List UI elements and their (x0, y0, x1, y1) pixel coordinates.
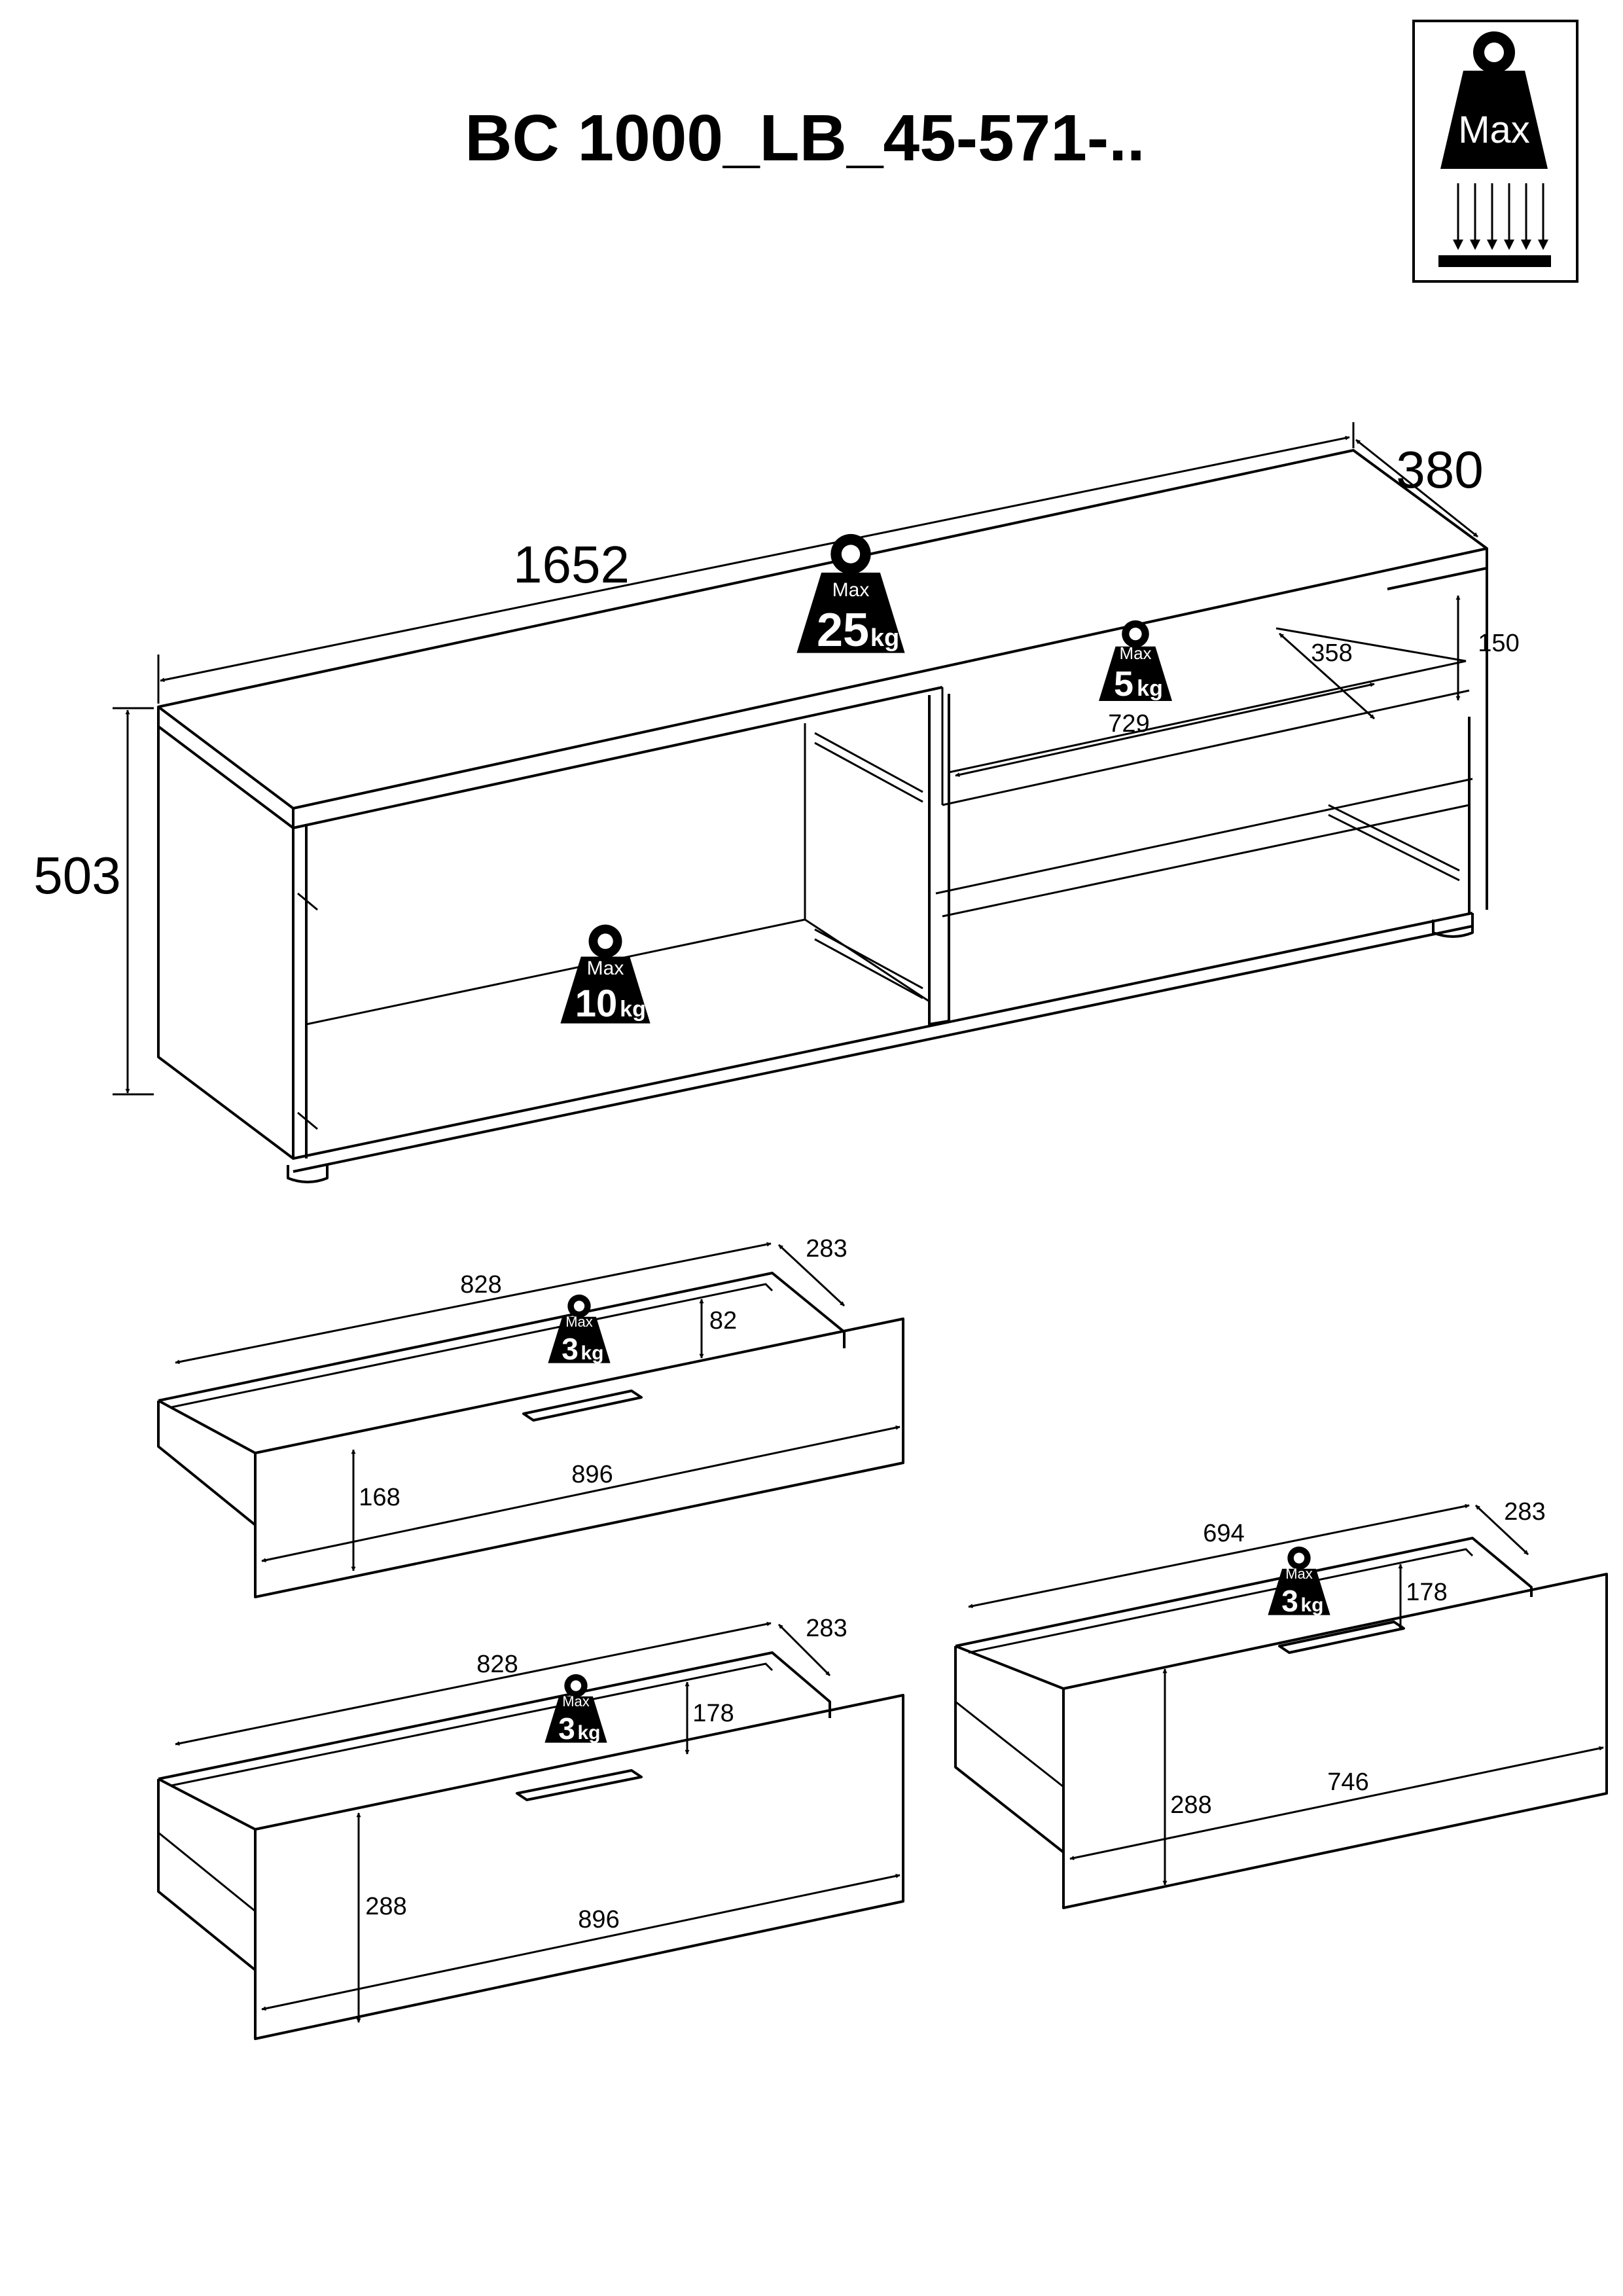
height-label: 503 (33, 846, 120, 905)
svg-text:Max: Max (562, 1693, 590, 1710)
svg-text:3: 3 (558, 1712, 575, 1746)
max-load-icon: Max (1412, 20, 1578, 283)
drawer-c-inner-height-label: 178 (1406, 1579, 1447, 1606)
svg-text:Max: Max (1119, 643, 1151, 663)
svg-text:3: 3 (562, 1332, 579, 1366)
drawer-a: 828 283 82 168 896 Max 3 kg (157, 1235, 904, 1598)
drawer-b-front-width-line (261, 1873, 901, 2011)
svg-text:25: 25 (817, 604, 869, 656)
drawer-a-inner-height-label: 82 (709, 1307, 737, 1335)
drawer-c-depth-line (1474, 1504, 1529, 1556)
drawer-c-front-width-label: 746 (1327, 1768, 1368, 1796)
drawer-c-width-line (968, 1503, 1470, 1609)
width-dimension-line (160, 435, 1350, 683)
svg-text:3: 3 (1281, 1584, 1298, 1618)
drawer-a-front-width-label: 896 (571, 1461, 613, 1488)
drawer-b-front-width-label: 896 (578, 1906, 619, 1933)
drawer-a-weight-icon: Max 3 kg (548, 1294, 611, 1366)
drawer-c: 694 283 178 288 746 Max 3 kg (954, 1498, 1608, 1909)
svg-text:Max: Max (587, 958, 624, 979)
svg-text:kg: kg (870, 624, 899, 652)
max-icon-label: Max (1458, 109, 1530, 151)
svg-text:kg: kg (580, 1342, 603, 1364)
drawer-c-depth-label: 283 (1504, 1498, 1545, 1526)
drawer-b-depth-line (777, 1623, 831, 1677)
svg-text:kg: kg (620, 997, 646, 1022)
drawer-c-front-height-label: 288 (1170, 1791, 1211, 1819)
drawer-a-front-height-label: 168 (359, 1484, 400, 1511)
svg-text:kg: kg (577, 1722, 600, 1744)
svg-text:10: 10 (575, 982, 618, 1025)
svg-text:Max: Max (1285, 1566, 1313, 1582)
drawer-a-width-line (175, 1242, 772, 1365)
drawer-b-depth-label: 283 (806, 1615, 847, 1642)
drawer-a-depth-line (777, 1244, 846, 1307)
drawer-c-width-label: 694 (1203, 1520, 1244, 1547)
depth-dimension-line (1355, 439, 1478, 538)
svg-text:kg: kg (1300, 1594, 1323, 1616)
drawer-b-width-line (175, 1621, 772, 1746)
bottom-load-weight-icon: Max 10 kg (560, 924, 651, 1025)
shelf-depth-label: 358 (1311, 639, 1352, 667)
shelf-load-weight-icon: Max 5 kg (1099, 620, 1172, 704)
drawer-a-width-label: 828 (460, 1271, 501, 1299)
drawer-c-front-width-line (1069, 1746, 1604, 1861)
shelf-height-label: 150 (1478, 630, 1519, 657)
svg-text:Max: Max (565, 1314, 593, 1330)
drawer-c-weight-icon: Max 3 kg (1268, 1546, 1330, 1618)
svg-text:kg: kg (1137, 676, 1163, 701)
drawer-b-inner-height-label: 178 (692, 1700, 734, 1727)
drawer-a-front-width-line (261, 1425, 901, 1563)
top-load-weight-icon: Max 25 kg (796, 533, 905, 656)
drawer-a-depth-label: 283 (806, 1235, 847, 1263)
drawer-b: 828 283 178 288 896 Max 3 kg (157, 1615, 904, 2040)
shelf-width-dimension-line (955, 682, 1375, 778)
depth-label: 380 (1396, 440, 1483, 499)
shelf-width-label: 729 (1108, 710, 1149, 738)
document-title: BC 1000_LB_45-571-.. (465, 101, 1145, 175)
drawer-b-weight-icon: Max 3 kg (544, 1674, 607, 1746)
svg-text:Max: Max (832, 579, 870, 601)
tv-cabinet: 1652 380 503 358 150 729 Max 25 kg Max 5… (33, 422, 1520, 1183)
svg-text:5: 5 (1114, 664, 1133, 704)
width-label: 1652 (513, 535, 630, 594)
drawer-b-width-label: 828 (476, 1651, 518, 1678)
drawer-b-front-height-label: 288 (365, 1893, 406, 1920)
